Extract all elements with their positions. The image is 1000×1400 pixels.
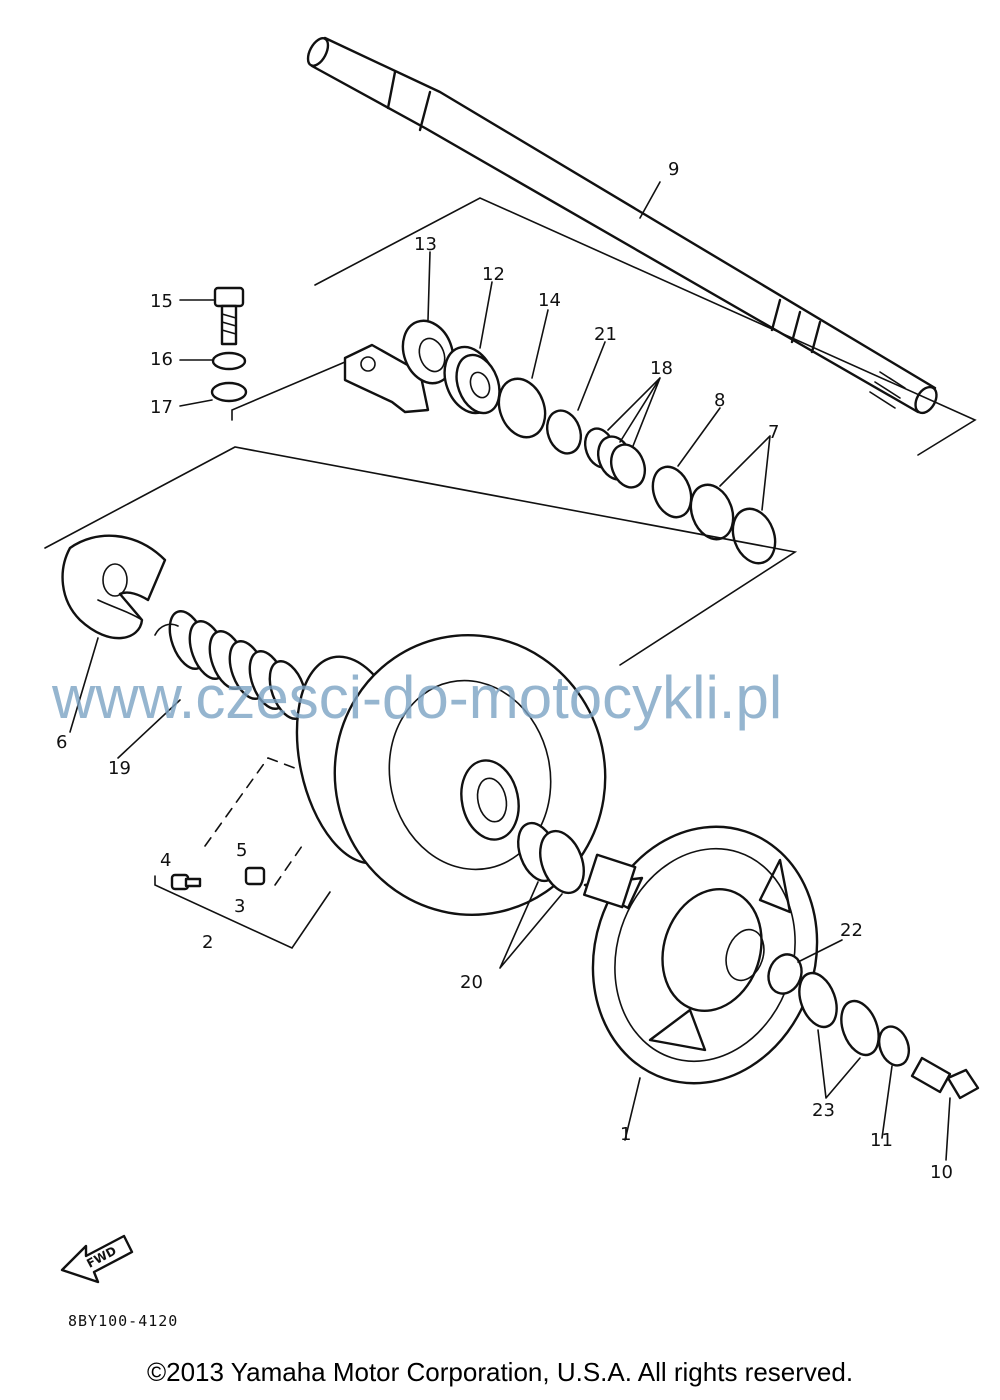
nut-3-part: [244, 866, 266, 886]
washer-7b-part: [731, 507, 777, 565]
callout-5: 5: [236, 840, 247, 861]
washer-11-part: [877, 1025, 911, 1067]
washer-7a-part: [689, 483, 735, 541]
callout-18: 18: [650, 358, 673, 379]
part-3-dashed-bracket: [274, 845, 303, 886]
movable-sheave-part: [295, 634, 607, 916]
callout-10: 10: [930, 1162, 953, 1183]
callout-numbers: 9 13 12 14 21 18 8 7 15 16 17 6 19 4 5 3…: [56, 159, 953, 1183]
bolt-15-part: [213, 286, 245, 346]
lock-washer-part: [211, 351, 247, 371]
callout-4: 4: [160, 850, 171, 871]
fixed-sheave-part: [582, 825, 819, 1085]
screw-4-part: [170, 873, 202, 891]
spring-part: [154, 610, 308, 720]
part-2-group-bracket: [154, 875, 331, 950]
forward-arrow-icon: FWD: [60, 1234, 134, 1284]
callout-22: 22: [840, 920, 863, 941]
callout-12: 12: [482, 264, 505, 285]
callout-7: 7: [768, 422, 779, 443]
washer-part: [545, 409, 583, 455]
washer-20b-part: [539, 829, 585, 895]
callout-19: 19: [108, 758, 131, 779]
callout-16: 16: [150, 349, 173, 370]
cam-group-outline: [44, 446, 798, 666]
diagram-code: 8BY100-4120: [68, 1312, 178, 1330]
circlip-8-part: [651, 465, 693, 519]
callout-21: 21: [594, 324, 617, 345]
part-5-dashed-bracket: [204, 757, 301, 847]
plain-washer-part: [210, 381, 248, 403]
washer-23b-part: [840, 999, 880, 1057]
circlip-part: [497, 377, 547, 439]
callout-14: 14: [538, 290, 561, 311]
cam-part: [61, 534, 167, 640]
callout-20: 20: [460, 972, 483, 993]
copyright-notice: ©2013 Yamaha Motor Corporation, U.S.A. A…: [146, 1357, 854, 1387]
callout-9: 9: [668, 159, 679, 180]
callout-8: 8: [714, 390, 725, 411]
bearing-group-outline: [314, 197, 977, 456]
callout-13: 13: [414, 234, 437, 255]
callout-6: 6: [56, 732, 67, 753]
spacer-part: [767, 953, 803, 995]
callout-1: 1: [620, 1124, 631, 1145]
watermark-text: www.czesci-do-motocykli.pl: [51, 664, 782, 731]
leader-lines: [69, 181, 951, 1161]
bolt-group-line: [231, 361, 346, 421]
bolt-10-part: [910, 1056, 980, 1100]
washer-23a-part: [798, 971, 838, 1029]
callout-17: 17: [150, 397, 173, 418]
callout-15: 15: [150, 291, 173, 312]
bearing-holder-part: [343, 319, 455, 414]
callout-3: 3: [234, 896, 245, 917]
bearing-part: [443, 345, 501, 415]
collar-set-part: [583, 427, 647, 489]
callout-23: 23: [812, 1100, 835, 1121]
shaft-part: [306, 36, 938, 415]
callout-2: 2: [202, 932, 213, 953]
callout-11: 11: [870, 1130, 893, 1151]
